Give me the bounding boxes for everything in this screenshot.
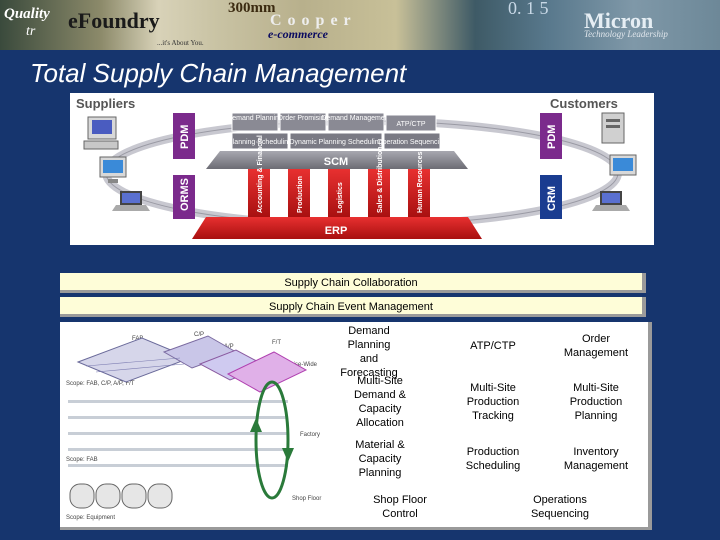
erp-pillars: Accounting & Financial Production Logist…: [248, 135, 430, 217]
supply-chain-event-management-bar: Supply Chain Event Management: [60, 297, 646, 317]
erp-label: ERP: [325, 225, 348, 237]
erp-base: [192, 217, 482, 239]
svg-text:Demand Management: Demand Management: [321, 115, 390, 122]
suppliers-label: Suppliers: [76, 96, 135, 111]
svg-text:Order Promising: Order Promising: [278, 115, 329, 122]
svg-text:Production: Production: [297, 176, 304, 213]
svg-text:CRM: CRM: [546, 186, 558, 211]
svg-text:C/P: C/P: [194, 332, 204, 338]
svg-text:Accounting & Financial: Accounting & Financial: [257, 135, 264, 213]
cell-demand-planning: Demand Planning and Forecasting: [340, 325, 398, 379]
svg-text:PDM: PDM: [546, 125, 558, 149]
banner-ecommerce: e-commerce: [268, 27, 328, 41]
customer-monitor-icon: [609, 154, 637, 176]
cell-order-management: Order Management: [563, 333, 629, 359]
pdm-right-block: PDM: [540, 113, 562, 159]
scm-label: SCM: [324, 156, 348, 168]
server-icon: [601, 112, 625, 144]
cell-atp-ctp: ATP/CTP: [470, 340, 516, 352]
supply-chain-collaboration-bar: Supply Chain Collaboration: [60, 273, 646, 293]
svg-text:Operation Sequencing: Operation Sequencing: [377, 139, 447, 146]
cell-multisite-planning: Multi-Site Production Planning: [569, 382, 623, 422]
svg-text:FAB: FAB: [132, 336, 143, 342]
enterprise-layer: [76, 335, 308, 393]
cell-multisite-demand: Multi-Site Demand & Capacity Allocation: [354, 375, 406, 429]
svg-text:Planning Scheduling: Planning Scheduling: [228, 139, 292, 146]
cell-production-scheduling: Production Scheduling: [465, 446, 521, 472]
svg-text:Scope: Equipment: Scope: Equipment: [66, 515, 115, 521]
banner-logo-quality-2: tr: [26, 24, 36, 39]
planning-grid: FAB C/P A/P F/T Enterprise-Wide Scope: F…: [60, 322, 652, 530]
svg-text:F/T: F/T: [272, 340, 281, 346]
banner-micron-sub: Technology Leadership: [584, 29, 668, 39]
cell-inventory-management: Inventory Management: [563, 446, 629, 472]
scm-slab: [206, 151, 468, 169]
factory-layer: [68, 400, 288, 467]
customer-laptop-icon: [592, 191, 630, 211]
laptop-icon: [112, 191, 150, 211]
banner-caption: C o o p e r: [270, 12, 352, 29]
scm-erp-diagram: Suppliers Customers: [70, 93, 654, 245]
orms-block: ORMS: [173, 175, 195, 219]
cell-operations-sequencing: Operations Sequencing: [530, 494, 590, 520]
svg-text:A/P: A/P: [224, 344, 234, 350]
cell-shop-floor-control: Shop Floor Control: [373, 494, 427, 520]
svg-text:Scope: FAB, C/P, A/P, F/T: Scope: FAB, C/P, A/P, F/T: [66, 381, 135, 387]
svg-text:Factory: Factory: [300, 432, 320, 438]
banner-right-dots: 0. 1 5: [508, 0, 549, 18]
svg-text:Human Resources: Human Resources: [417, 151, 424, 213]
banner-efoundry: eFoundry: [68, 8, 160, 33]
factory-hierarchy-illustration: FAB C/P A/P F/T Enterprise-Wide Scope: F…: [66, 332, 321, 521]
monitor-icon: [99, 156, 127, 183]
svg-text:ATP/CTP: ATP/CTP: [396, 121, 425, 128]
svg-text:ORMS: ORMS: [179, 178, 191, 211]
page-title: Total Supply Chain Management: [30, 58, 407, 88]
svg-text:Demand Planning: Demand Planning: [227, 115, 283, 122]
cycle-arrows-icon: [250, 380, 294, 500]
cell-material-capacity: Material & Capacity Planning: [355, 439, 405, 479]
header-banner: Quality tr eFoundry 300mm C o o p e r e-…: [0, 0, 720, 50]
pdm-left-block: PDM: [173, 113, 195, 159]
scm-erp-graphic: Suppliers Customers: [76, 96, 637, 239]
svg-text:PDM: PDM: [179, 125, 191, 149]
svg-text:Dynamic Planning Scheduling: Dynamic Planning Scheduling: [290, 139, 383, 146]
equipment-icons: [69, 483, 173, 509]
computer-icon: [83, 116, 119, 150]
customers-label: Customers: [550, 96, 618, 111]
cell-multisite-tracking: Multi-Site Production Tracking: [466, 382, 520, 422]
banner-logo-quality: Quality: [4, 6, 50, 22]
banner-300mm: 300mm: [228, 0, 276, 16]
svg-text:Shop Floor: Shop Floor: [292, 496, 321, 502]
svg-text:Logistics: Logistics: [337, 182, 344, 213]
banner-micron-logo: Micron: [584, 8, 654, 33]
scm-tiles: Demand Planning Order Promising Demand M…: [227, 112, 447, 150]
svg-text:Scope: FAB: Scope: FAB: [66, 457, 98, 463]
crm-block: CRM: [540, 175, 562, 219]
banner-tagline: ...it's About You.: [157, 39, 204, 47]
svg-text:Sales & Distribution: Sales & Distribution: [377, 146, 384, 213]
